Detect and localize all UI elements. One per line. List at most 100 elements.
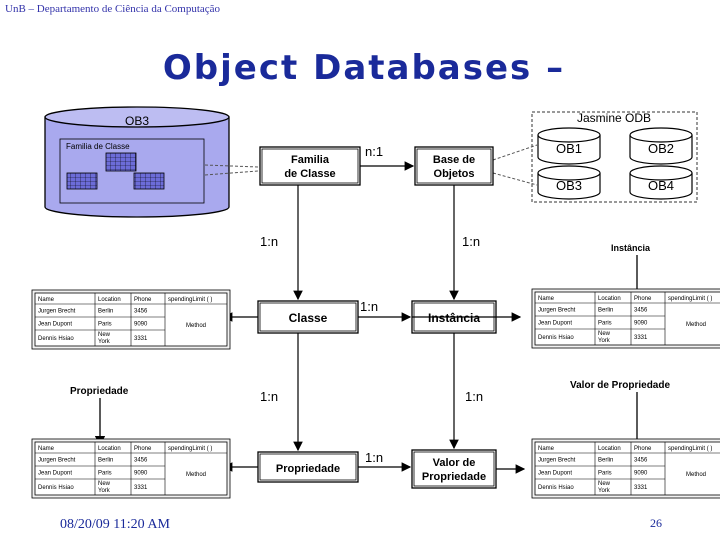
table-cell: Berlin	[98, 458, 113, 464]
cardinality-base-instancia: 1:n	[462, 234, 480, 249]
ob3-cylinder: OB3 Familia de Classe	[44, 106, 230, 218]
table-cell: Jean Dupont	[538, 471, 572, 477]
table-classe: Name Location Phone spendingLimit ( ) Jurgen…	[31, 289, 231, 350]
entity-valor-de-propriedade: Valor de Propriedade	[411, 449, 497, 489]
db-ob4: OB4	[629, 165, 693, 200]
header-text: UnB – Departamento de Ciência da Computa…	[5, 3, 221, 15]
db-ob2: OB2	[629, 127, 693, 165]
table-header-cell: spendingLimit ( )	[168, 446, 212, 452]
table-cell: Paris	[598, 321, 612, 327]
relationship-lines	[222, 161, 526, 474]
table-cell: Jean Dupont	[538, 321, 572, 327]
table-header-cell: Location	[98, 297, 121, 303]
cardinality-familia-base: n:1	[365, 144, 383, 159]
table-cell: Jurgen Brecht	[538, 458, 576, 464]
table-cell: Dennis Hsiao	[538, 335, 574, 341]
annotation-instancia: Instância	[611, 243, 651, 253]
table-cell: Paris	[598, 471, 612, 477]
table-header-cell: Phone	[634, 296, 652, 302]
table-header-cell: Location	[598, 446, 621, 452]
table-header-cell: Location	[598, 296, 621, 302]
table-cell: York	[98, 339, 111, 345]
svg-text:Base de: Base de	[433, 154, 475, 166]
table-cell: Paris	[98, 471, 112, 477]
table-header-cell: Name	[538, 446, 555, 452]
table-cell: 3456	[134, 458, 148, 464]
table-cell: 3331	[134, 336, 148, 342]
table-method-cell: Method	[186, 472, 206, 478]
table-header-cell: Name	[38, 446, 55, 452]
svg-text:OB3: OB3	[556, 178, 582, 193]
table-method-cell: Method	[686, 472, 706, 478]
object-database-diagram: OB3 Familia de Classe Jasmine ODB OB1 OB…	[31, 106, 720, 499]
table-header-cell: Name	[538, 296, 555, 302]
table-cell: 9090	[634, 471, 648, 477]
jasmine-odb-group: Jasmine ODB OB1 OB2 OB3 OB4	[531, 111, 698, 203]
entity-base-de-objetos: Base de Objetos	[414, 146, 494, 186]
table-cell: Berlin	[598, 308, 613, 314]
table-cell: Berlin	[598, 458, 613, 464]
svg-text:Objetos: Objetos	[434, 168, 475, 180]
table-cell: Jean Dupont	[38, 471, 72, 477]
table-method-cell: Method	[686, 322, 706, 328]
table-cell: New	[98, 481, 111, 487]
svg-text:Familia: Familia	[291, 154, 330, 166]
table-cell: York	[598, 338, 611, 344]
table-cell: Jurgen Brecht	[538, 308, 576, 314]
ob3-label: OB3	[125, 114, 149, 128]
table-cell: 3456	[634, 308, 648, 314]
jasmine-title: Jasmine ODB	[577, 111, 651, 125]
table-header-cell: spendingLimit ( )	[668, 446, 712, 452]
entity-classe: Classe	[257, 300, 359, 334]
svg-text:OB4: OB4	[648, 178, 674, 193]
cardinality-familia-classe: 1:n	[260, 234, 278, 249]
table-cell: 9090	[134, 322, 148, 328]
db-ob3: OB3	[537, 165, 601, 200]
table-method-cell: Method	[186, 323, 206, 329]
footer-date: 08/20/09 11:20 AM	[60, 517, 170, 532]
svg-text:Valor de: Valor de	[433, 457, 476, 469]
annotation-propriedade: Propriedade	[70, 386, 129, 397]
footer-page-number: 26	[650, 516, 662, 530]
svg-text:Propriedade: Propriedade	[422, 471, 486, 483]
table-cell: York	[98, 488, 111, 494]
cardinality-propriedade-valor: 1:n	[365, 450, 383, 465]
table-cell: New	[598, 481, 611, 487]
svg-text:de Classe: de Classe	[284, 168, 335, 180]
annotation-arrows	[94, 255, 643, 471]
table-cell: Jean Dupont	[38, 322, 72, 328]
table-cell: Paris	[98, 322, 112, 328]
svg-text:Propriedade: Propriedade	[276, 463, 340, 475]
table-cell: York	[598, 488, 611, 494]
cardinality-classe-propriedade: 1:n	[260, 389, 278, 404]
svg-text:OB1: OB1	[556, 141, 582, 156]
table-propriedade: Name Location Phone spendingLimit ( ) Jurgen…	[31, 438, 231, 499]
table-cell: Dennis Hsiao	[38, 485, 74, 491]
familia-classe-label: Familia de Classe	[66, 142, 130, 151]
table-header-cell: Location	[98, 446, 121, 452]
table-cell: Jurgen Brecht	[38, 309, 76, 315]
table-cell: 3331	[134, 485, 148, 491]
table-cell: New	[98, 332, 111, 338]
table-header-cell: Phone	[634, 446, 652, 452]
table-header-cell: Phone	[134, 446, 152, 452]
table-cell: Berlin	[98, 309, 113, 315]
table-header-cell: Phone	[134, 297, 152, 303]
table-cell: 9090	[634, 321, 648, 327]
table-cell: 3331	[634, 485, 648, 491]
slide-title: Object Databases –	[162, 48, 566, 88]
table-header-cell: Name	[38, 297, 55, 303]
table-cell: 3456	[134, 309, 148, 315]
table-cell: 3456	[634, 458, 648, 464]
table-cell: Jurgen Brecht	[38, 458, 76, 464]
table-cell: Dennis Hsiao	[538, 485, 574, 491]
db-ob1: OB1	[537, 127, 601, 165]
table-cell: 9090	[134, 471, 148, 477]
table-cell: Dennis Hsiao	[38, 336, 74, 342]
svg-text:Instância: Instância	[428, 311, 480, 325]
dashed-connectors	[204, 144, 538, 186]
table-header-cell: spendingLimit ( )	[168, 297, 212, 303]
annotation-valor-propriedade: Valor de Propriedade	[570, 380, 670, 391]
cardinality-instancia-valor: 1:n	[465, 389, 483, 404]
